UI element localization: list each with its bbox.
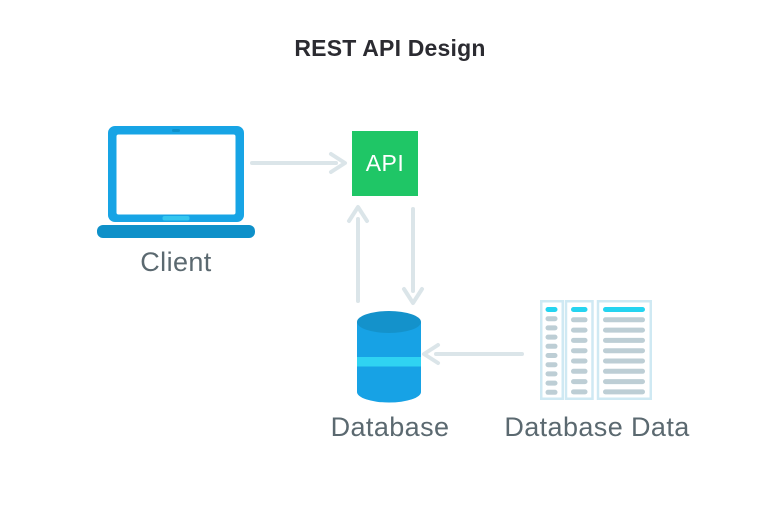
cylinder-top [357, 311, 421, 333]
arrow-api-to-database-icon [402, 207, 424, 305]
table-column-2 [603, 307, 645, 395]
cylinder-stripe [357, 357, 421, 367]
client-label: Client [140, 247, 212, 277]
laptop-trackpad-notch [162, 216, 190, 221]
arrow-database-to-api-icon [347, 205, 369, 303]
arrow-client-to-api-icon [250, 152, 347, 174]
api-node: API [352, 131, 418, 196]
data-table-icon [540, 300, 652, 400]
arrow-database-data-to-database-icon [422, 343, 524, 365]
database-data-label: Database Data [504, 412, 690, 442]
diagram-title: REST API Design [294, 35, 486, 61]
laptop-base [97, 225, 255, 238]
laptop-icon [97, 126, 255, 238]
table-column-1 [571, 307, 588, 395]
table-column-0 [545, 307, 558, 395]
api-label: API [365, 150, 405, 176]
database-label: Database [330, 412, 450, 442]
laptop-camera-dot [172, 129, 180, 132]
database-cylinder-icon [357, 311, 421, 403]
